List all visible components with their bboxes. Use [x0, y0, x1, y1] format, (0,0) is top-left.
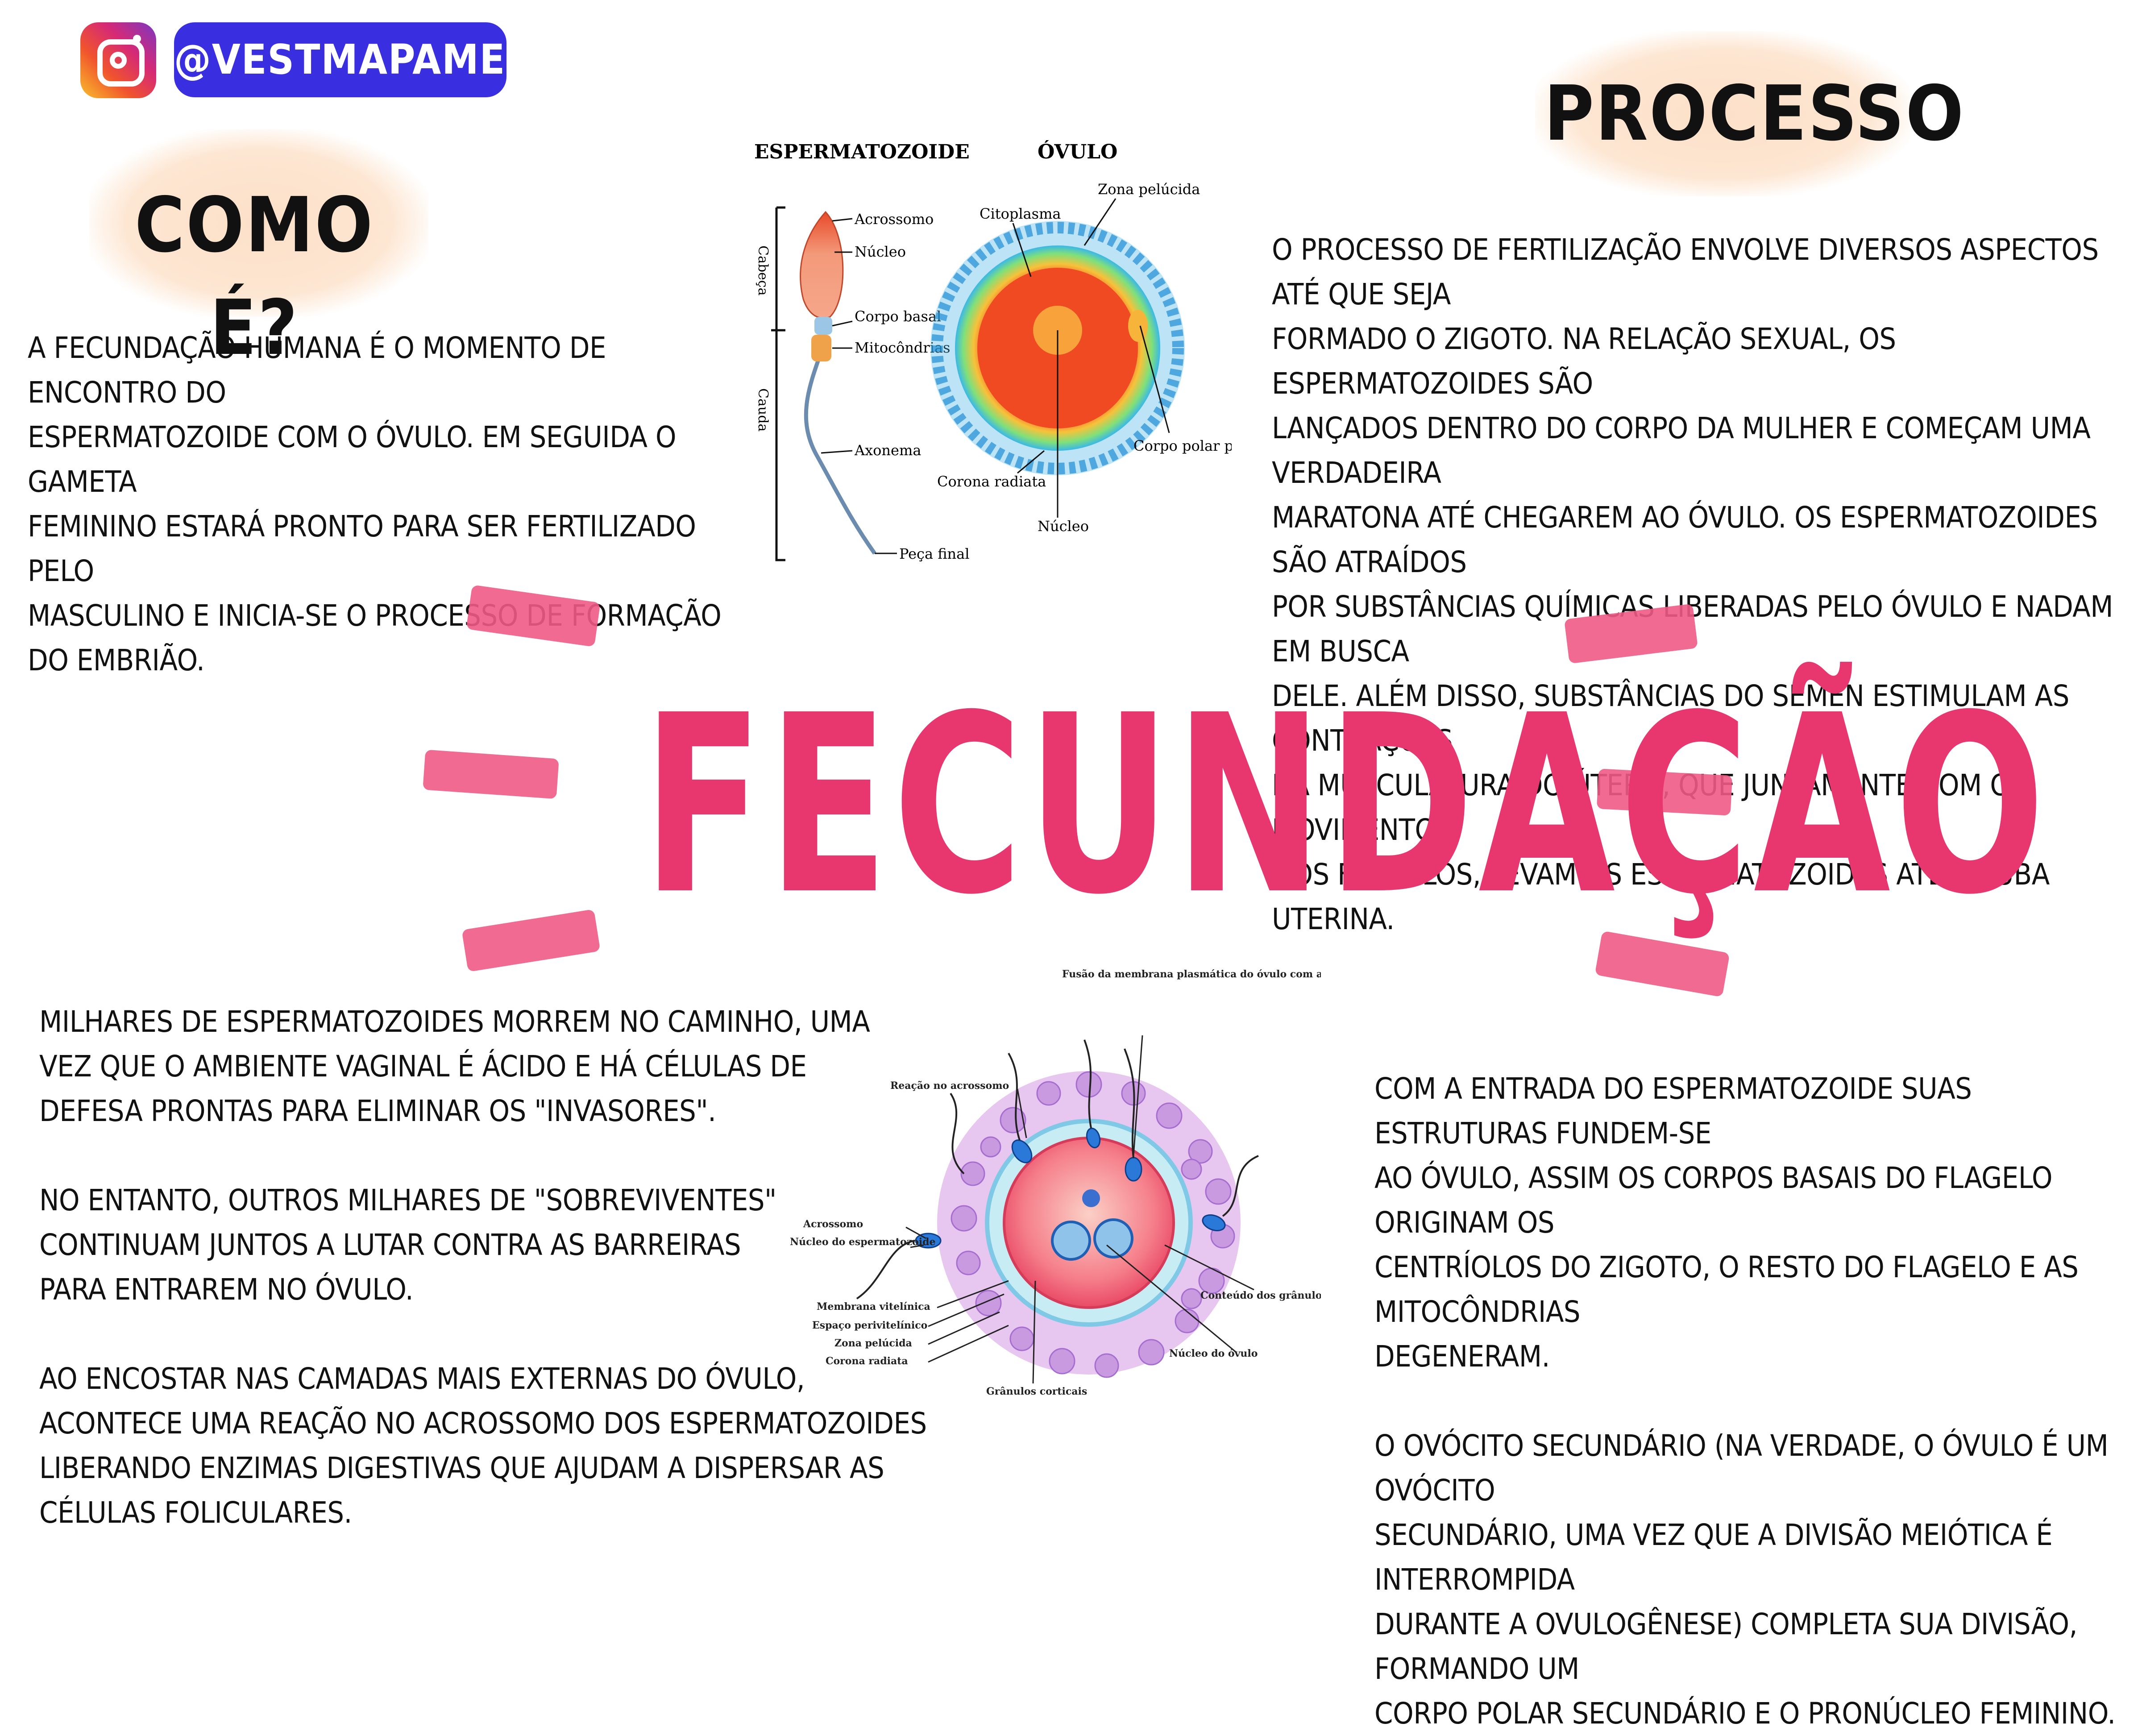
- heading-como-e: COMO É?: [134, 181, 374, 372]
- diagram-title-ovum: ÓVULO: [1038, 140, 1117, 163]
- heading-processo: PROCESSO: [1544, 70, 1965, 158]
- heading-highlight: [1535, 31, 1910, 196]
- heading-highlight: [89, 129, 428, 317]
- label-reacao-acrossomo: Reação no acrossomo: [890, 1080, 1009, 1092]
- label-espaco-perivitelinico: Espaço perivitelínico: [812, 1320, 927, 1331]
- paragraph-caminho: MILHARES DE ESPERMATOZOIDES MORREM NO CA…: [39, 1005, 927, 1530]
- label-fusao: Fusão da membrana plasmática do óvulo co…: [1062, 968, 1321, 980]
- label-cauda: Cauda: [755, 388, 771, 432]
- label-zona-pelucida-bottom: Zona pelúcida: [834, 1337, 912, 1349]
- label-corona-radiata-bottom: Corona radiata: [826, 1355, 908, 1367]
- diagram-title-sperm: ESPERMATOZOIDE: [754, 141, 970, 163]
- label-peca-final: Peça final: [899, 545, 969, 562]
- label-axonema: Axonema: [854, 442, 921, 459]
- instagram-handle: @VESTMAPAMENTAL: [174, 22, 614, 97]
- fertilization-diagram: Fusão da membrana plasmática do óvulo co…: [790, 968, 1321, 1397]
- paragraph-processo: O PROCESSO DE FERTILIZAÇÃO ENVOLVE DIVER…: [1272, 233, 2113, 936]
- label-nucleo-ovulo: Núcleo: [1038, 518, 1089, 535]
- label-zona-pelucida: Zona pelúcida: [1098, 181, 1200, 198]
- label-acrossomo: Acrossomo: [854, 211, 934, 228]
- main-title: FECUNDAÇÃO: [643, 663, 2050, 948]
- label-nucleo: Núcleo: [855, 243, 906, 260]
- brush-stroke: [423, 749, 559, 799]
- label-conteudo-granulos: Conteúdo dos grânulos corticais: [1200, 1290, 1321, 1301]
- paragraph-entrada: COM A ENTRADA DO ESPERMATOZOIDE SUAS EST…: [1374, 1072, 2116, 1731]
- paragraph-como-e: A FECUNDAÇÃO HUMANA É O MOMENTO DE ENCON…: [28, 331, 722, 677]
- label-granulos-corticais: Grânulos corticais: [986, 1386, 1087, 1397]
- label-acrossomo-bottom: Acrossomo: [803, 1218, 863, 1230]
- sperm-ovum-diagram: ESPERMATOZOIDE ÓVULO Cabeça Cauda Across…: [754, 140, 1232, 562]
- label-corpo-polar: Corpo polar primário: [1133, 437, 1232, 454]
- label-membrana-vitelinica: Membrana vitelínica: [817, 1301, 930, 1312]
- label-nucleo-esperm: Núcleo do espermatozoide: [790, 1236, 936, 1248]
- label-cabeca: Cabeça: [755, 245, 771, 296]
- instagram-icon: [80, 22, 156, 98]
- label-corona-radiata: Corona radiata: [937, 473, 1046, 490]
- brush-stroke: [461, 909, 601, 972]
- label-corpo-basal: Corpo basal: [855, 308, 941, 325]
- label-citoplasma: Citoplasma: [980, 205, 1061, 222]
- label-nucleo-do-ovulo: Núcleo do óvulo: [1169, 1348, 1258, 1359]
